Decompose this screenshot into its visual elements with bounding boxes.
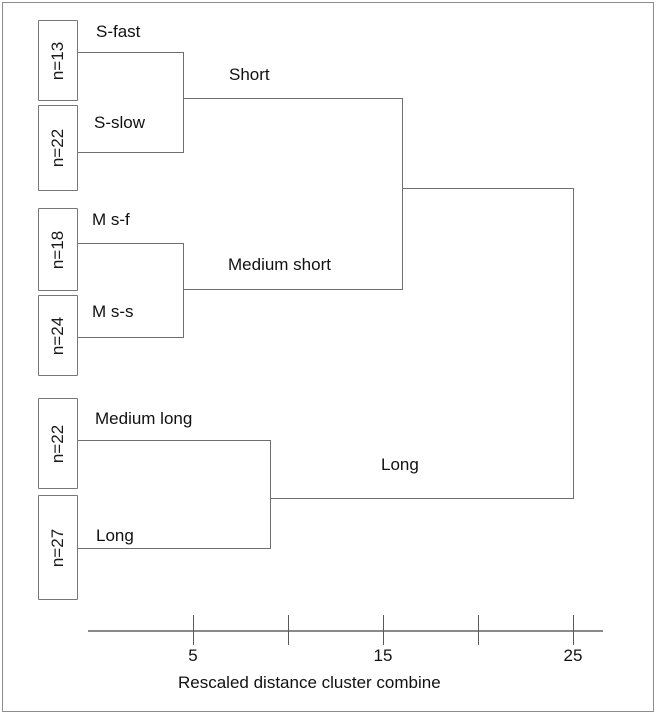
merge-connector-upper xyxy=(402,98,403,289)
x-axis-tick-20 xyxy=(478,615,479,645)
branch-label-long: Long xyxy=(381,455,419,474)
leaf-count-label-n24: n=24 xyxy=(48,316,67,355)
branch-arm-m-s-s xyxy=(78,337,184,338)
cluster-label-s-fast: S-fast xyxy=(96,22,141,41)
leaf-box-n22b: n=22 xyxy=(38,398,78,489)
leaf-box-n22a: n=22 xyxy=(38,105,78,191)
branch-arm-s-slow xyxy=(78,152,184,153)
x-axis-line xyxy=(88,630,603,632)
leaf-box-n18: n=18 xyxy=(38,208,78,291)
branch-arm-medium-short xyxy=(183,289,403,290)
branch-arm-s-fast xyxy=(78,52,184,53)
branch-arm-long-leaf xyxy=(78,548,271,549)
cluster-label-m-s-s: M s-s xyxy=(92,302,134,321)
branch-arm-m-s-f xyxy=(78,243,184,244)
x-axis-tick-15 xyxy=(383,615,384,645)
merge-connector-medium-short xyxy=(183,243,184,337)
branch-arm-upper-supercluster xyxy=(402,188,574,189)
leaf-count-label-n18: n=18 xyxy=(48,230,67,269)
x-axis-tick-10 xyxy=(288,615,289,645)
leaf-count-label-n13: n=13 xyxy=(48,41,67,80)
merge-connector-long xyxy=(270,440,271,549)
merge-connector-root xyxy=(573,188,574,499)
branch-arm-short xyxy=(183,98,403,99)
cluster-label-s-slow: S-slow xyxy=(94,113,146,132)
branch-arm-long xyxy=(270,498,574,499)
figure-border xyxy=(2,2,654,712)
cluster-label-m-s-f: M s-f xyxy=(92,210,130,229)
x-axis-tick-25 xyxy=(573,615,574,645)
leaf-box-n13: n=13 xyxy=(38,20,78,101)
leaf-count-label-n22a: n=22 xyxy=(48,128,67,168)
x-axis-tick-label-25: 25 xyxy=(563,646,583,665)
branch-arm-medium-long xyxy=(78,440,271,441)
cluster-label-medium-long: Medium long xyxy=(95,409,193,428)
x-axis-title: Rescaled distance cluster combine xyxy=(178,673,441,692)
x-axis-tick-label-15: 15 xyxy=(373,646,393,665)
leaf-box-n27: n=27 xyxy=(38,495,78,600)
leaf-count-label-n22b: n=22 xyxy=(48,424,67,463)
merge-connector-short xyxy=(183,52,184,152)
x-axis-tick-5 xyxy=(193,615,194,645)
cluster-label-long-leaf: Long xyxy=(96,526,134,545)
leaf-count-label-n27: n=27 xyxy=(48,528,67,567)
branch-label-medium-short: Medium short xyxy=(228,255,331,274)
x-axis-tick-label-5: 5 xyxy=(188,646,198,665)
branch-label-short: Short xyxy=(229,65,270,84)
leaf-box-n24: n=24 xyxy=(38,295,78,376)
